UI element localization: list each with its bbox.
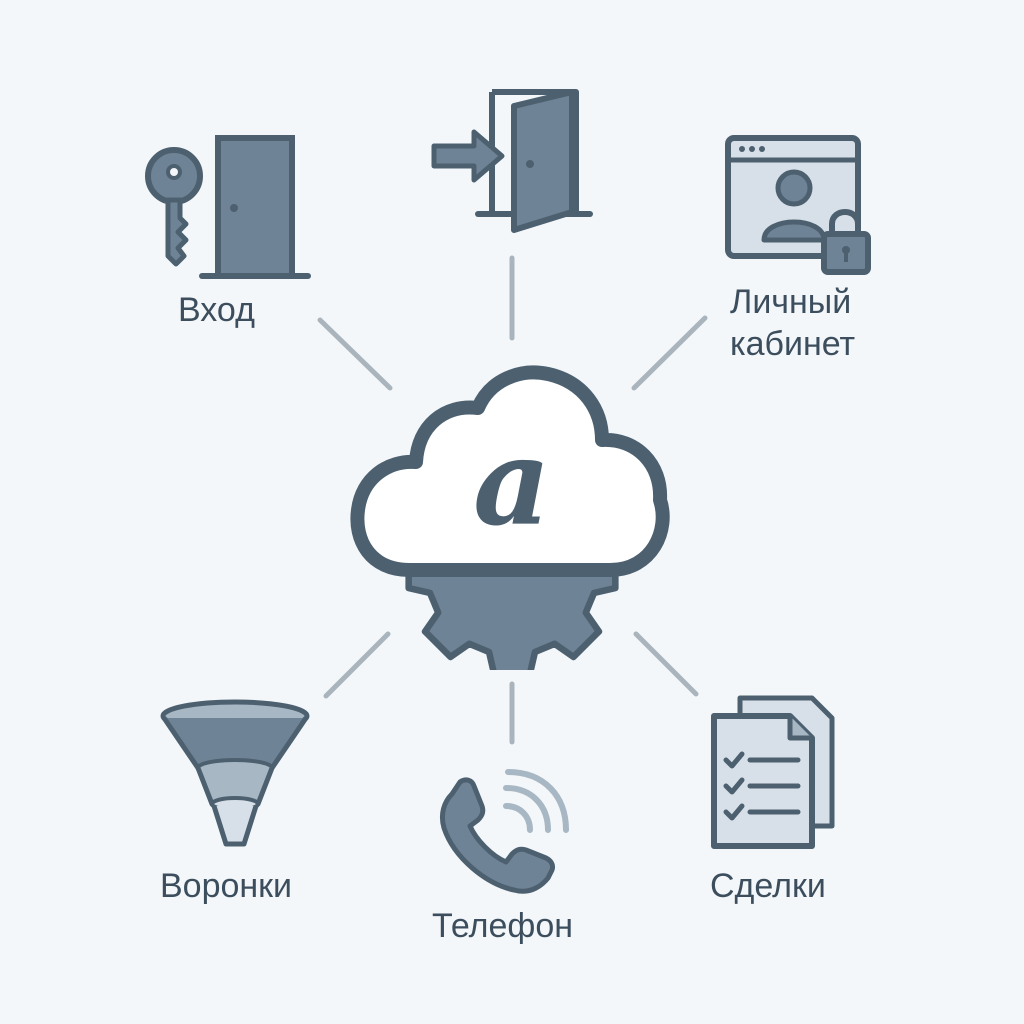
node-phone-label: Телефон	[432, 907, 574, 945]
phone-call-icon	[439, 769, 569, 894]
node-cabinet: Личный кабинет	[720, 132, 900, 372]
center-node: a	[340, 360, 684, 670]
key-door-icon	[145, 135, 311, 279]
documents-checklist-icon	[711, 695, 835, 849]
node-funnels: Воронки	[150, 696, 350, 916]
connector-deals	[633, 631, 699, 697]
node-vhod-label: Вход	[178, 291, 255, 329]
connector-vhod	[317, 317, 393, 391]
connector-cabinet	[631, 315, 708, 391]
node-vhod: Вход	[140, 130, 320, 340]
account-lock-window-icon	[725, 135, 871, 275]
funnel-icon	[160, 699, 310, 847]
node-cabinet-label-line1: Личный	[730, 283, 852, 321]
node-cabinet-label-line2: кабинет	[730, 325, 856, 363]
node-phone: Телефон	[430, 766, 600, 956]
at-symbol: a	[473, 412, 551, 553]
door-enter-icon	[431, 89, 593, 233]
node-enter	[426, 84, 598, 234]
node-deals: Сделки	[706, 690, 886, 920]
connector-funnels	[323, 631, 391, 699]
node-deals-label: Сделки	[710, 867, 826, 905]
cloud-at-gear-icon: a	[350, 365, 670, 670]
node-funnels-label: Воронки	[160, 867, 293, 905]
